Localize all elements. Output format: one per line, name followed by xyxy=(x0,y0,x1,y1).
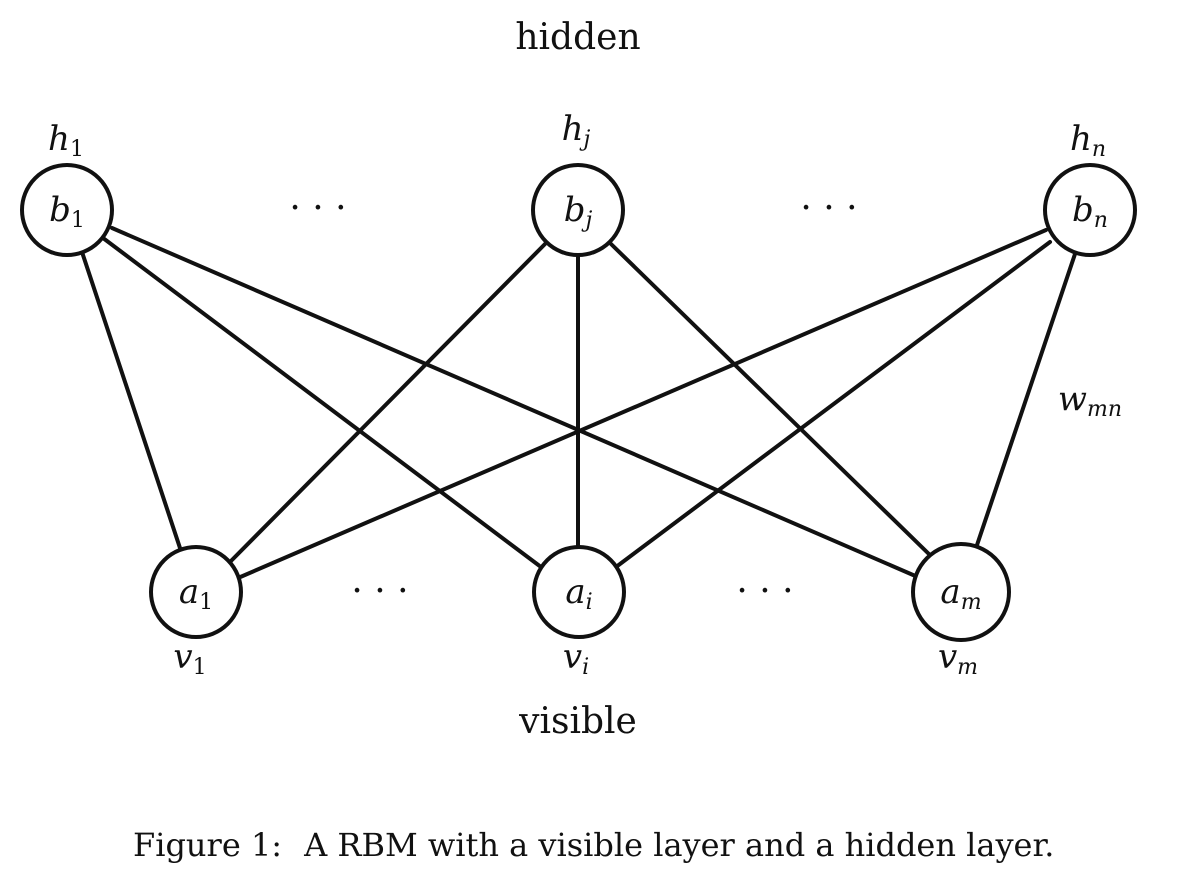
hidden-ellipsis-right: · · · xyxy=(800,188,857,229)
visible-unit-label-vi: vi xyxy=(563,637,589,680)
visible-bias-ai: ai xyxy=(565,572,592,615)
connections xyxy=(80,226,1077,580)
edge-hj-vm xyxy=(608,241,935,560)
hidden-bias-bj: bj xyxy=(564,190,593,233)
visible-bias-am: am xyxy=(940,572,981,615)
visible-layer-label: visible xyxy=(518,701,637,742)
edge-h1-v1 xyxy=(80,250,182,550)
edge-hn-vm xyxy=(974,252,1077,550)
visible-node-vm: am xyxy=(911,542,1011,642)
hidden-bias-b1: b1 xyxy=(49,190,85,233)
hidden-node-h1: b1 xyxy=(20,163,114,257)
edge-h1-vi xyxy=(101,236,547,572)
caption-text: A RBM with a visible layer and a hidden … xyxy=(303,826,1054,864)
hidden-node-hn: bn xyxy=(1043,163,1137,257)
visible-node-v1: a1 xyxy=(149,545,243,639)
edge-hn-vi xyxy=(610,240,1052,572)
visible-unit-label-v1: v1 xyxy=(173,637,206,680)
visible-ellipsis-right: · · · xyxy=(736,571,793,612)
visible-ellipsis-left: · · · xyxy=(351,571,408,612)
hidden-layer-label: hidden xyxy=(515,17,640,58)
hidden-ellipsis-left: · · · xyxy=(289,188,346,229)
weight-label-wmn: wmn xyxy=(1058,379,1122,422)
hidden-unit-label-hn: hn xyxy=(1070,119,1106,162)
hidden-bias-bn: bn xyxy=(1072,190,1108,233)
visible-bias-a1: a1 xyxy=(179,572,213,615)
visible-unit-label-vm: vm xyxy=(938,637,978,680)
edge-h1-vm xyxy=(110,226,922,580)
edge-hj-v1 xyxy=(226,241,548,566)
edge-hn-v1 xyxy=(236,228,1048,580)
hidden-node-hj: bj xyxy=(531,163,625,257)
hidden-unit-label-hj: hj xyxy=(562,109,591,152)
hidden-unit-label-h1: h1 xyxy=(48,119,84,162)
figure-caption: Figure 1: A RBM with a visible layer and … xyxy=(133,826,1054,864)
visible-node-vi: ai xyxy=(532,545,626,639)
caption-prefix: Figure 1: xyxy=(133,826,282,864)
